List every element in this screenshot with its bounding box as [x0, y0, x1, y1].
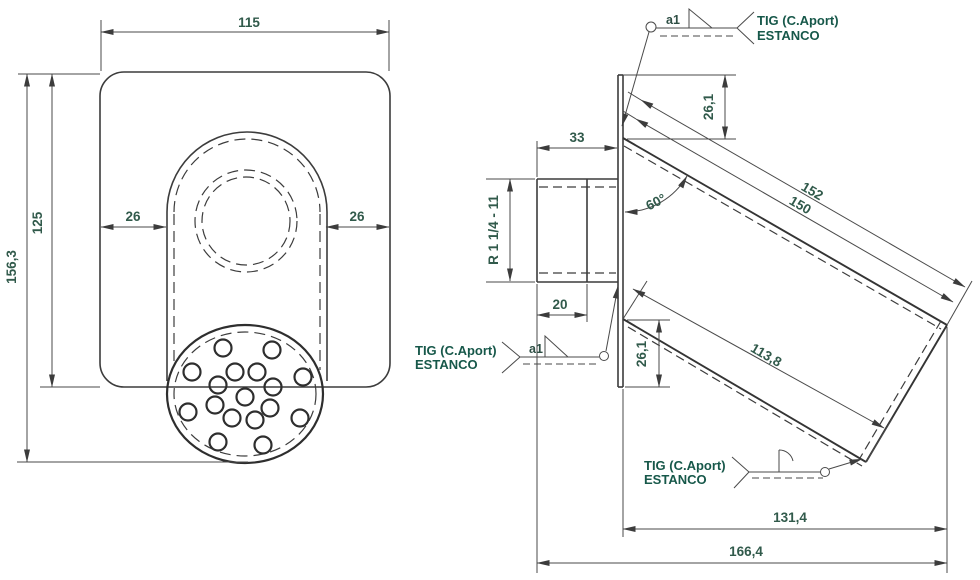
- dim-label-thread-length: 20: [552, 297, 567, 312]
- weld-all-around-icon: [645, 21, 657, 33]
- duct-hidden-outline: [166, 131, 328, 381]
- duct-top-inner-hidden: [623, 145, 942, 330]
- duct-top-edge: [622, 137, 948, 326]
- dim-label-span-inner: 131,4: [773, 510, 807, 525]
- dim-label-thread-spec: R 1 1/4 - 11: [486, 195, 501, 265]
- ext-line: [622, 280, 648, 320]
- dim-thread-spec: R 1 1/4 - 11: [486, 178, 535, 283]
- weld-note-label: ESTANCO: [415, 357, 478, 372]
- cap-hole: [213, 338, 233, 358]
- perforated-cap: [165, 323, 325, 465]
- cap-hole: [262, 340, 282, 360]
- weld-note-label: ESTANCO: [757, 28, 820, 43]
- dim-label-offset-right: 26: [349, 209, 365, 224]
- cap-hole: [208, 375, 228, 395]
- front-view: 115 156,3 125 26 26: [4, 15, 391, 465]
- leader-line: [828, 458, 863, 470]
- cap-hole: [247, 362, 267, 382]
- leader-line: [605, 285, 619, 352]
- cap-hole: [178, 402, 198, 422]
- weld-process-label: TIG (C.Aport): [415, 343, 497, 358]
- dim-duct-offsets: 26 26: [100, 209, 390, 230]
- dim-label-bottom-offset: 26,1: [634, 340, 649, 367]
- angled-duct: [622, 137, 948, 467]
- dim-thread-length: 20: [536, 284, 588, 322]
- cap-hole: [293, 367, 313, 387]
- cap-hole: [225, 362, 245, 382]
- weld-callout-top: a1 TIG (C.Aport) ESTANCO: [621, 7, 839, 127]
- thread-bore-hidden: [194, 169, 298, 273]
- ext-line: [946, 280, 973, 326]
- threaded-fitting: [536, 178, 618, 283]
- dim-plate-heights: 156,3 125: [4, 73, 248, 463]
- cap-inner-hidden: [173, 331, 317, 457]
- duct-end-inner-hidden: [859, 320, 942, 459]
- dim-duct-top-lengths: 152 150: [622, 91, 973, 326]
- cap-hole: [235, 387, 255, 407]
- dim-label-offset-left: 26: [125, 209, 141, 224]
- cap-hole: [222, 408, 242, 428]
- weld-size-label: a1: [666, 13, 680, 27]
- cap-outline: [165, 323, 325, 465]
- dim-label-total-height: 156,3: [4, 250, 19, 284]
- weld-all-around-icon: [820, 467, 830, 477]
- cap-holes: [178, 338, 313, 455]
- cap-hole: [253, 435, 273, 455]
- cap-hole: [205, 395, 225, 415]
- duct-inner-arc-hidden: [173, 138, 321, 213]
- dim-duct-bottom-length: 113,8: [622, 280, 893, 463]
- fillet-weld-icon: [688, 7, 714, 29]
- fillet-weld-icon: [544, 334, 570, 358]
- dim-bottom-spans: 131,4 166,4: [536, 284, 948, 573]
- bore-inner-circle: [201, 176, 291, 266]
- leader-line: [621, 31, 650, 127]
- weld-all-around-icon: [599, 351, 609, 361]
- weld-callout-middle: TIG (C.Aport) ESTANCO a1: [415, 285, 619, 374]
- plate-edge: [617, 74, 624, 388]
- ext-line: [627, 91, 642, 101]
- weld-callout-bottom: TIG (C.Aport) ESTANCO: [644, 449, 863, 489]
- dim-duct-angle: 60°: [624, 175, 688, 215]
- dim-bottom-offset: 26,1: [625, 319, 670, 388]
- tail-fork-icon: [731, 456, 750, 489]
- dim-label-top-offset: 26,1: [701, 93, 716, 120]
- side-view: 33 20 R 1 1/4 - 11 26,1 26,1: [486, 74, 973, 573]
- duct-outer-arc: [166, 131, 328, 213]
- cap-hole: [260, 398, 280, 418]
- dim-label-fitting-length: 33: [569, 130, 585, 145]
- dim-plate-width: 115: [100, 15, 390, 71]
- cap-hole: [208, 432, 228, 452]
- dim-label-span-total: 166,4: [729, 544, 763, 559]
- dim-label-plate-height: 125: [30, 211, 45, 234]
- dim-label-width: 115: [238, 15, 260, 30]
- cap-hole: [245, 410, 265, 430]
- bore-outer-circle: [194, 169, 298, 273]
- dim-line: [632, 288, 885, 429]
- ext-line: [622, 110, 637, 120]
- cap-hole: [263, 377, 283, 397]
- weld-process-label: TIG (C.Aport): [757, 13, 839, 28]
- dim-top-offset: 26,1: [623, 74, 736, 140]
- plate-outline: [99, 71, 391, 388]
- weld-size-label: a1: [529, 342, 543, 356]
- tail-fork-icon: [501, 341, 521, 374]
- cap-hole: [182, 362, 202, 382]
- ext-line: [865, 418, 893, 463]
- dim-label-duct-bottom: 113,8: [748, 340, 785, 370]
- dim-line: [635, 118, 954, 303]
- dim-fitting-length: 33: [536, 130, 618, 177]
- tail-fork-icon: [736, 11, 755, 45]
- weld-process-label: TIG (C.Aport): [644, 458, 726, 473]
- dim-label-angle: 60°: [643, 191, 668, 214]
- cap-hole: [290, 408, 310, 428]
- flare-weld-icon: [778, 449, 794, 462]
- weld-note-label: ESTANCO: [644, 472, 707, 487]
